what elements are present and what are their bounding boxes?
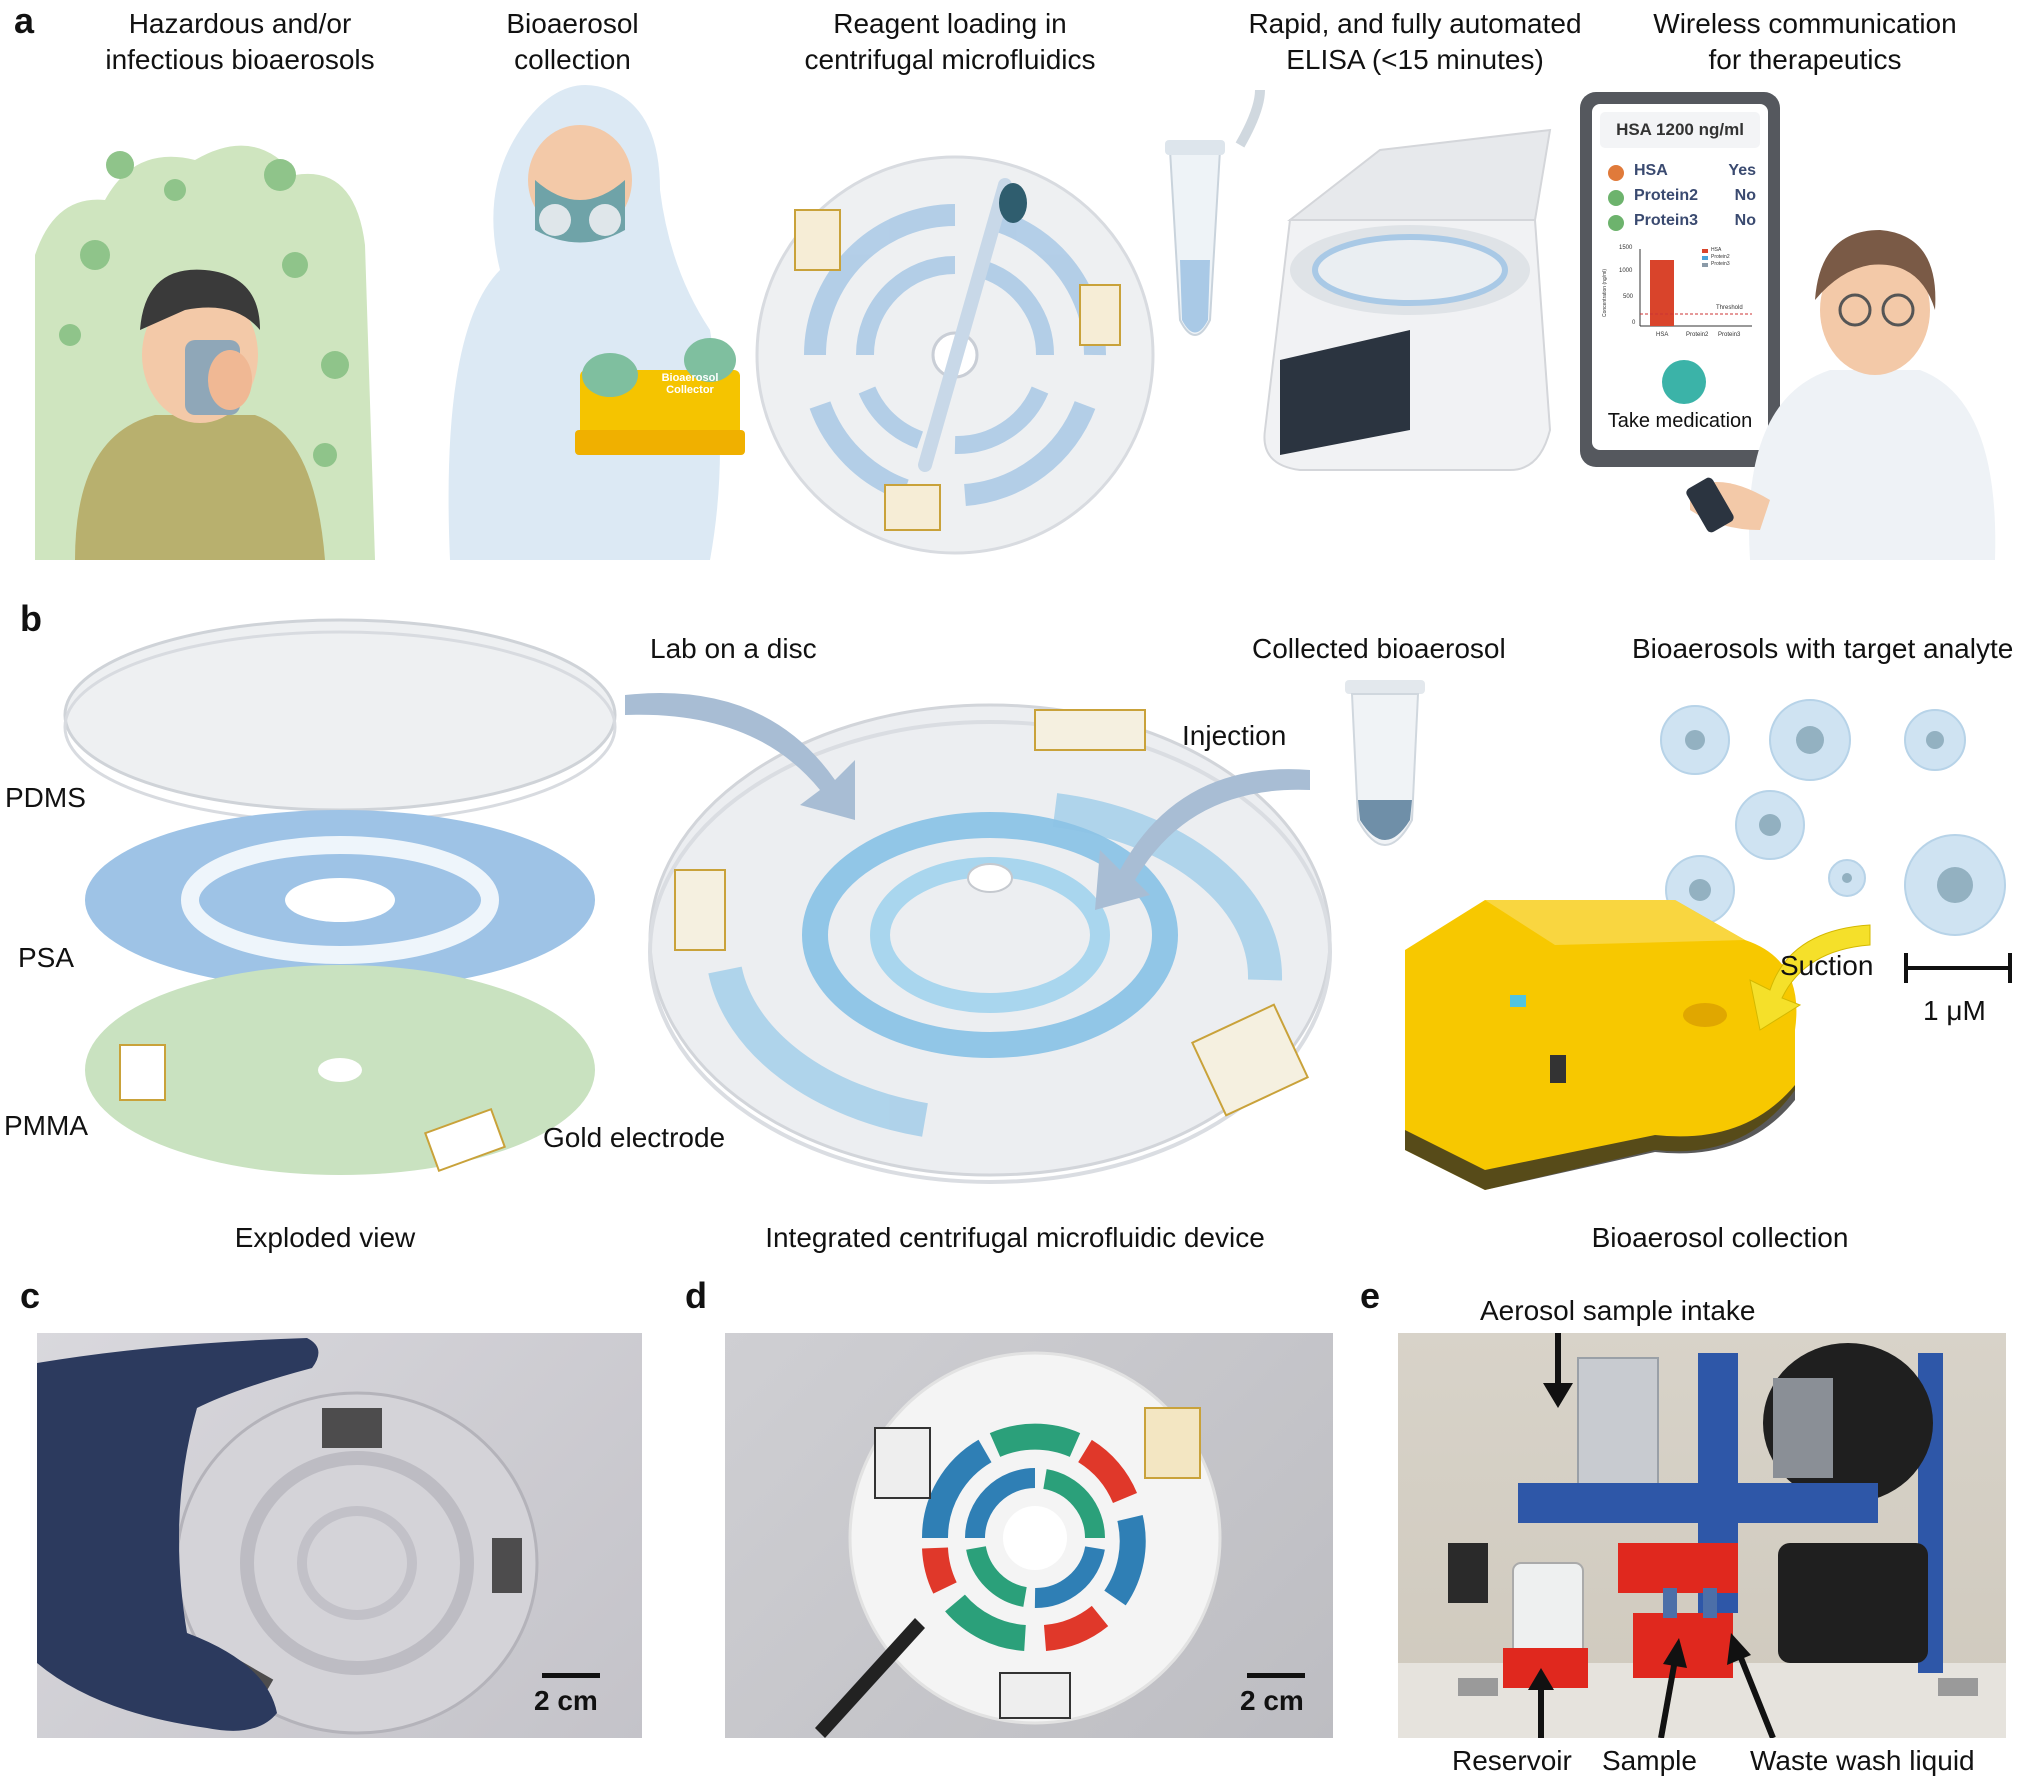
chart-legend-entry: HSA <box>1711 247 1722 253</box>
row-name: HSA <box>1634 162 1668 179</box>
caption-wireless: Wireless communication for therapeutics <box>1653 8 1957 75</box>
scale-bar-2cm <box>1247 1673 1305 1678</box>
reagent-disc-illustration <box>755 155 1155 555</box>
minus-icon <box>1608 215 1624 231</box>
reservoir-arrow <box>1528 1668 1554 1738</box>
bioaerosol-collector-device <box>1405 900 1797 1190</box>
chart-xtick: HSA <box>1656 332 1669 338</box>
phone-header: HSA 1200 ng/ml <box>1600 112 1760 148</box>
caption-elisa: Rapid, and fully automated ELISA (<15 mi… <box>1248 8 1582 75</box>
layer-label-psa: PSA <box>18 942 75 973</box>
waste-wash-liquid-label: Waste wash liquid <box>1750 1745 1975 1776</box>
caption-collection: Bioaerosol collection <box>506 8 639 75</box>
panel-b-letter: b <box>20 598 42 639</box>
row-name: Protein3 <box>1634 212 1699 229</box>
reservoir-label: Reservoir <box>1452 1745 1572 1776</box>
panel-e-letter: e <box>1360 1275 1381 1316</box>
sample-label: Sample <box>1602 1745 1697 1776</box>
caption-hazardous: Hazardous and/or infectious bioaerosols <box>105 8 375 75</box>
chart-xtick: Protein2 <box>1686 332 1709 338</box>
gold-electrode-label: Gold electrode <box>543 1122 726 1153</box>
row-value: Yes <box>1728 162 1756 179</box>
photo-aerosol-instrument <box>1398 1333 2006 1738</box>
scale-bar-1um <box>1904 966 2012 970</box>
scale-label-1um: 1 μM <box>1923 995 1986 1026</box>
chart-ytick: 1000 <box>1619 268 1633 274</box>
phone-result-row: Protein3 No <box>1608 212 1756 234</box>
centrifuge-illustration <box>1165 89 1552 471</box>
scale-label-2cm: 2 cm <box>1240 1685 1304 1716</box>
lab-on-disc-label: Lab on a disc <box>650 633 817 664</box>
bioaerosol-bubbles-illustration <box>1660 699 2006 936</box>
suction-arrow <box>1749 924 1871 1031</box>
aerosol-intake-label: Aerosol sample intake <box>1480 1295 1756 1326</box>
caption-integrated-device: Integrated centrifugal microfluidic devi… <box>765 1222 1265 1253</box>
white-disc-with-reagents <box>848 1351 1222 1725</box>
row-value: No <box>1734 187 1756 204</box>
target-analyte-label: Bioaerosols with target analyte <box>1632 633 2014 664</box>
plus-icon <box>1608 165 1624 181</box>
collected-bioaerosol-label: Collected bioaerosol <box>1252 633 1506 664</box>
scale-bar-tick <box>1904 953 1908 983</box>
photo-disc-in-hand: 2 cm <box>37 1333 642 1738</box>
panel-a-letter: a <box>14 0 35 41</box>
pill-icon[interactable] <box>1662 360 1706 404</box>
chart-ylabel: Concentration (ng/ml) <box>1602 268 1608 318</box>
collector-label: Bioaerosol Collector <box>661 372 719 396</box>
scale-bar-2cm <box>542 1673 600 1678</box>
tweezers <box>815 1618 925 1738</box>
caption-bioaerosol-collection: Bioaerosol collection <box>1591 1222 1849 1253</box>
row-value: No <box>1734 212 1756 229</box>
hazmat-collector-illustration <box>448 85 745 560</box>
sample-arrow <box>1658 1638 1687 1738</box>
instrument-illustration <box>1398 1343 2006 1738</box>
hazardous-illustration <box>35 145 375 560</box>
caption-exploded-view: Exploded view <box>234 1222 416 1253</box>
chart-ytick: 500 <box>1623 294 1634 300</box>
chart-legend-entry: Protein3 <box>1711 261 1730 267</box>
panel-c-letter: c <box>20 1275 41 1316</box>
collected-tube-illustration <box>1345 680 1425 846</box>
layer-label-pdms: PDMS <box>5 782 86 813</box>
waste-arrow <box>1727 1633 1776 1738</box>
exploded-view-illustration <box>63 618 617 1175</box>
chart-ytick: 0 <box>1632 320 1636 326</box>
scale-label-2cm: 2 cm <box>534 1685 598 1716</box>
chart-ytick: 1500 <box>1619 245 1633 251</box>
scale-bar-tick <box>2008 953 2012 983</box>
intake-arrow <box>1543 1333 1573 1408</box>
panel-d-letter: d <box>685 1275 707 1316</box>
row-name: Protein2 <box>1634 187 1699 204</box>
chart-threshold-label: Threshold <box>1716 305 1743 311</box>
phone-result-row: HSA Yes <box>1608 162 1756 184</box>
caption-reagent-loading: Reagent loading in centrifugal microflui… <box>804 8 1096 75</box>
take-medication-button[interactable]: Take medication <box>1607 410 1753 432</box>
suction-label: Suction <box>1780 950 1874 981</box>
lab-on-disc-arrow <box>625 693 855 820</box>
injection-label: Injection <box>1182 720 1287 751</box>
injection-arrow <box>1095 769 1310 910</box>
phone-result-row: Protein2 No <box>1608 187 1756 209</box>
chart-xtick: Protein3 <box>1718 332 1741 338</box>
minus-icon <box>1608 190 1624 206</box>
phone-mini-chart <box>1639 249 1752 327</box>
layer-label-pmma: PMMA <box>4 1110 88 1141</box>
gloved-hand <box>37 1338 319 1731</box>
doctor-illustration <box>1686 230 1996 560</box>
photo-loaded-disc: 2 cm <box>725 1333 1333 1738</box>
chart-legend-entry: Protein2 <box>1711 254 1730 260</box>
